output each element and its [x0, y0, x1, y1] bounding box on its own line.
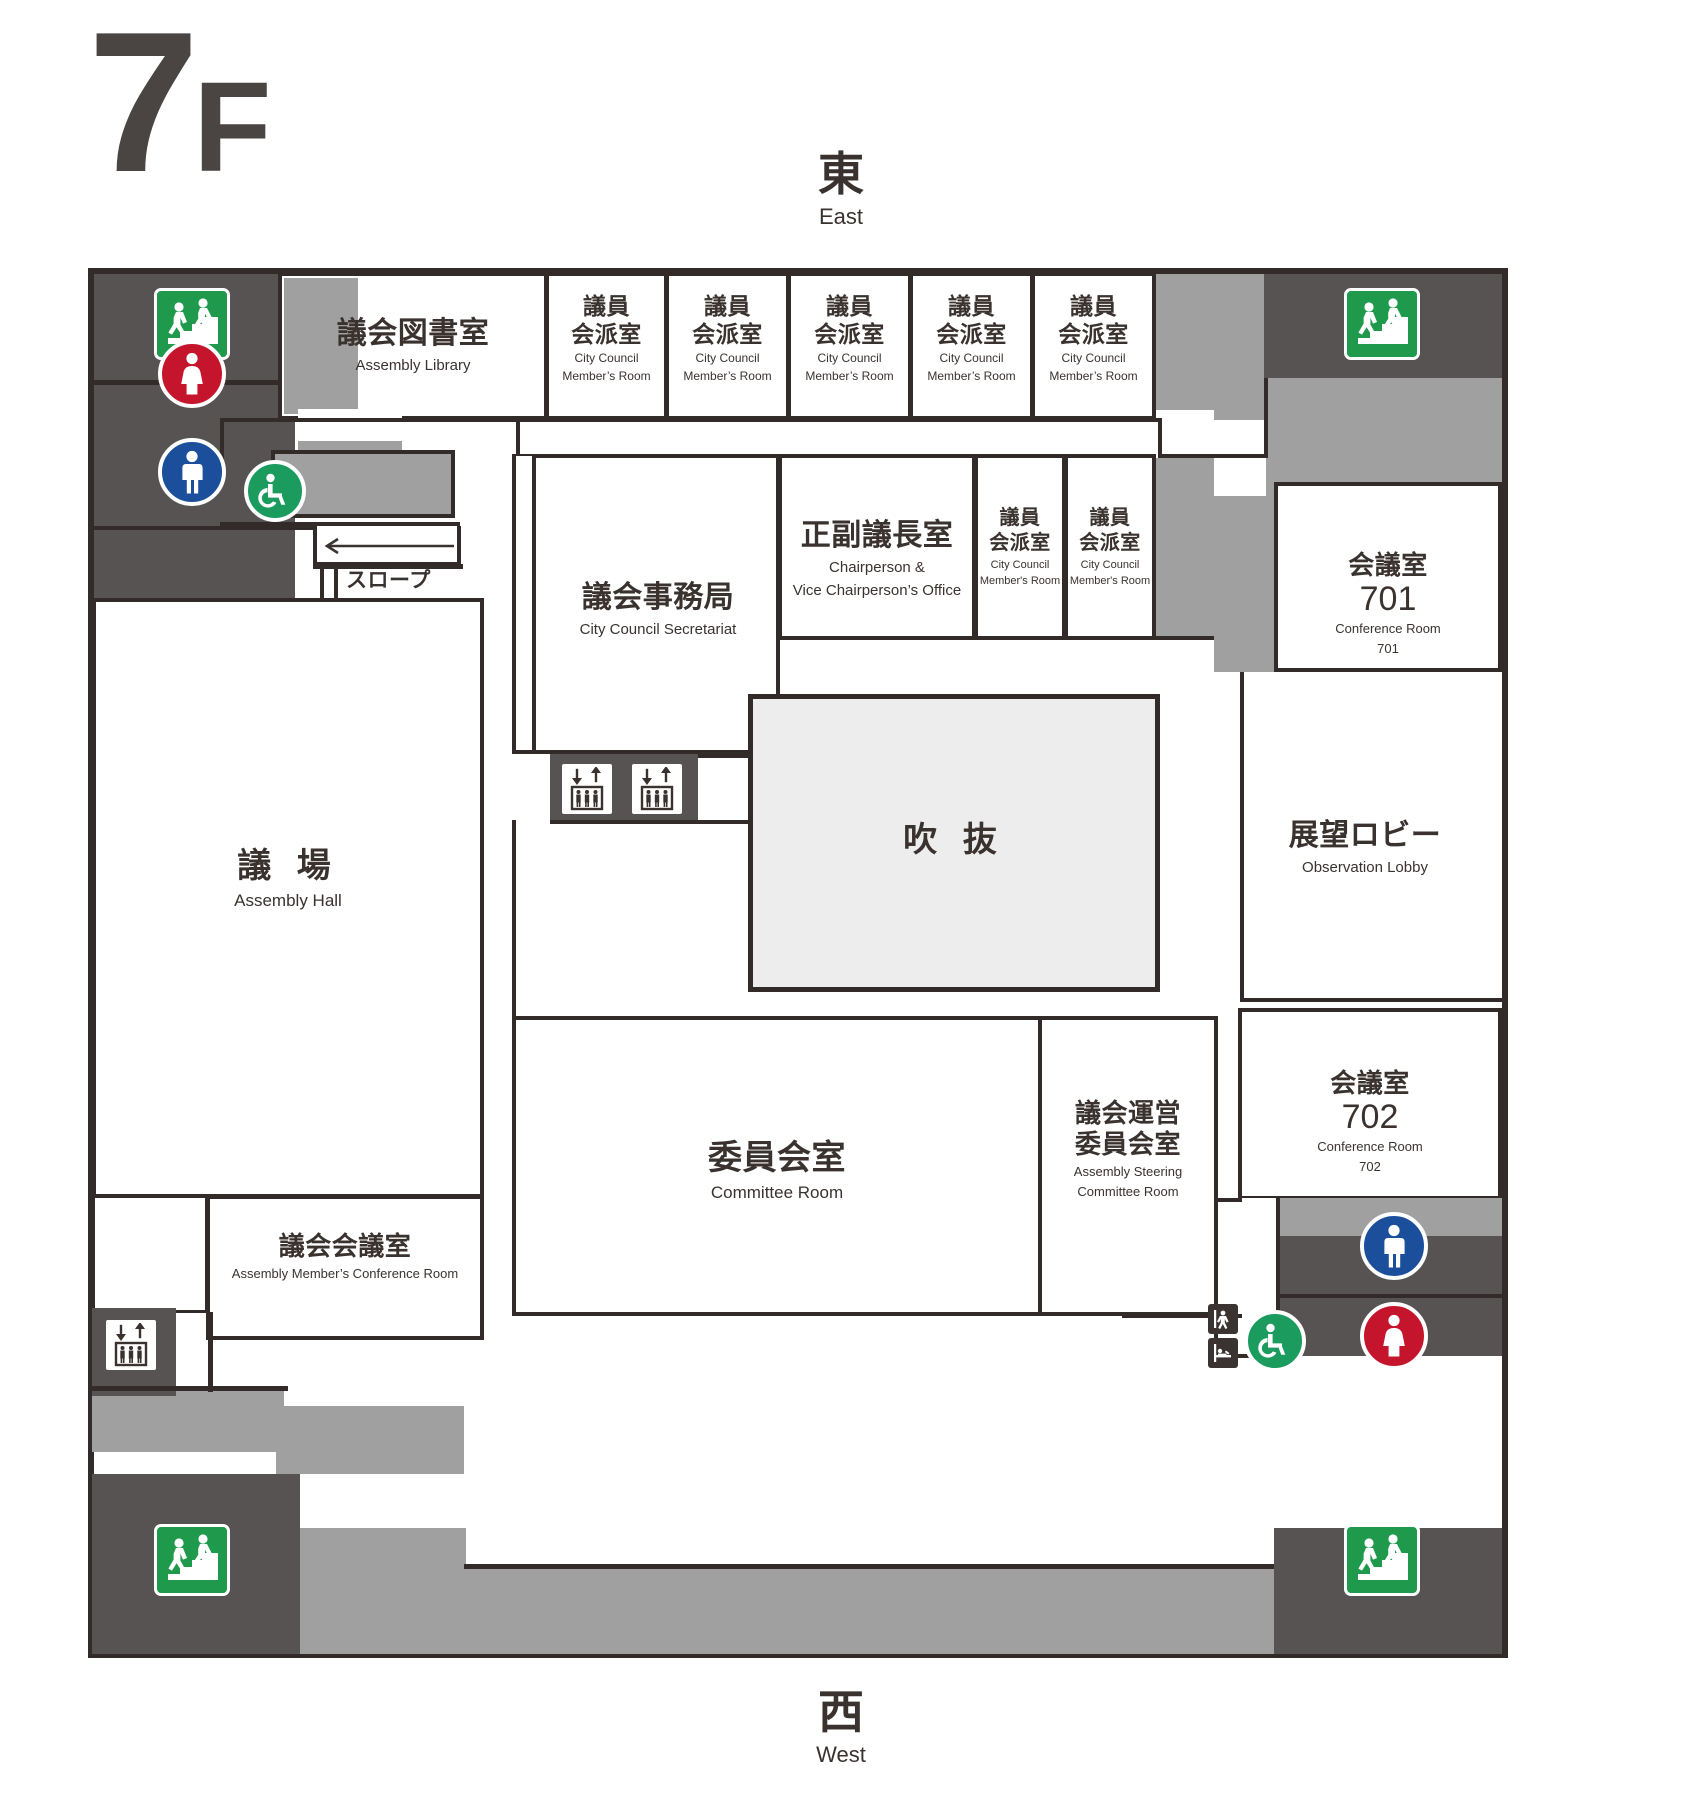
- shaft-block: [276, 1406, 464, 1474]
- room-member-1[interactable]: [545, 272, 668, 420]
- room-conference-701[interactable]: [1274, 482, 1502, 672]
- compass-east: 東 East: [731, 148, 951, 232]
- wall-segment: [1276, 1198, 1280, 1358]
- wall-segment: [1122, 1314, 1242, 1318]
- elevator-icon: [102, 1316, 160, 1374]
- wall-segment: [550, 820, 780, 824]
- shaft-block: [464, 1568, 1274, 1654]
- room-member-3[interactable]: [787, 272, 912, 420]
- room-conference-702[interactable]: [1238, 1008, 1502, 1200]
- nursing-room-icon: [1208, 1338, 1238, 1368]
- wall-segment: [94, 526, 424, 530]
- room-secretariat[interactable]: [512, 454, 780, 754]
- room-members-conference[interactable]: [206, 1195, 484, 1340]
- stairs-exit-icon: [1344, 1524, 1420, 1596]
- corridor: [1214, 420, 1266, 498]
- room-lobby-left[interactable]: [92, 1195, 208, 1313]
- wall-segment: [512, 454, 516, 754]
- womens-restroom-icon: [1360, 1302, 1428, 1370]
- wall-segment: [313, 564, 463, 569]
- wall-segment: [464, 1564, 1276, 1569]
- wall-segment: [512, 820, 516, 1020]
- mens-restroom-icon: [1360, 1212, 1428, 1280]
- slope-arrow: [320, 530, 456, 562]
- wall-segment: [698, 754, 780, 758]
- wall-segment: [1240, 998, 1502, 1002]
- floor-plan: 議会図書室 Assembly Library 議員 会派室 City Counc…: [88, 268, 1508, 1658]
- shaft-block: [1214, 496, 1274, 674]
- wall-segment: [1240, 672, 1244, 1002]
- elevator-icon: [558, 760, 616, 818]
- shaft-block: [1156, 458, 1214, 640]
- wall-segment: [1234, 1294, 1502, 1298]
- accessible-restroom-icon: [1244, 1310, 1306, 1372]
- wall-segment: [516, 418, 520, 458]
- room-assembly-hall[interactable]: [92, 598, 484, 1198]
- wall-segment: [220, 522, 460, 527]
- elevator-icon: [628, 760, 686, 818]
- compass-west-en: West: [816, 1742, 866, 1767]
- corridor: [1214, 672, 1274, 698]
- room-member-6[interactable]: [974, 454, 1066, 640]
- room-member-5[interactable]: [1031, 272, 1156, 420]
- wall-segment: [208, 1312, 213, 1392]
- room-committee[interactable]: [512, 1016, 1042, 1316]
- shaft-block: [300, 1528, 466, 1654]
- wall-segment: [220, 418, 550, 422]
- corridor: [298, 409, 402, 441]
- wall-segment: [1158, 454, 1268, 458]
- atrium-void: [748, 694, 1160, 992]
- shaft-block: [176, 1390, 284, 1452]
- compass-east-jp: 東: [818, 148, 864, 200]
- wall-segment: [516, 418, 1162, 422]
- floor-suffix: F: [193, 56, 271, 199]
- womens-restroom-icon: [158, 340, 226, 408]
- shaft-block: [92, 1396, 176, 1452]
- room-member-4[interactable]: [909, 272, 1034, 420]
- shaft-block: [284, 278, 358, 414]
- wall-segment: [1214, 1198, 1242, 1202]
- baby-changing-icon: [1208, 1304, 1238, 1334]
- accessible-restroom-icon: [244, 460, 306, 522]
- wall-segment: [776, 454, 780, 754]
- compass-west-jp: 西: [818, 1686, 864, 1738]
- wall-segment: [1264, 378, 1268, 458]
- stairs-exit-icon: [154, 1524, 230, 1596]
- wall-segment: [532, 456, 536, 752]
- wall-segment: [92, 1386, 288, 1391]
- stairs-exit-icon: [1344, 288, 1420, 360]
- corridor: [514, 456, 536, 752]
- wall-segment: [776, 636, 1216, 640]
- compass-west: 西 West: [731, 1686, 951, 1770]
- room-chairperson-office[interactable]: [778, 454, 976, 640]
- floor-number: 7: [88, 0, 199, 214]
- wall-segment: [1158, 418, 1162, 458]
- compass-east-en: East: [818, 204, 864, 229]
- mens-restroom-icon: [158, 438, 226, 506]
- room-steering-committee[interactable]: [1038, 1016, 1218, 1316]
- wall-segment: [1214, 1198, 1218, 1358]
- floor-number-badge: 7F: [88, 3, 271, 223]
- room-member-7[interactable]: [1064, 454, 1156, 640]
- room-member-2[interactable]: [665, 272, 790, 420]
- wall-segment: [512, 750, 780, 754]
